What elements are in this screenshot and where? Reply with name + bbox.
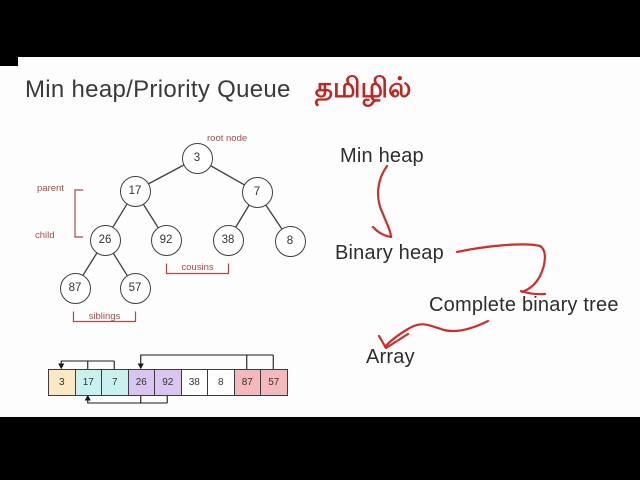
page-title: Min heap/Priority Queue தமிழில்	[25, 72, 411, 108]
pointer-17-7-to-3	[60, 360, 115, 369]
flow-binary-heap: Binary heap	[335, 242, 444, 264]
array-cell-17: 17	[74, 369, 102, 396]
parent-label: parent	[37, 183, 64, 194]
letterbox-bottom-bar	[0, 417, 640, 480]
array-cell-92: 92	[154, 369, 182, 396]
array-cell-3: 3	[48, 369, 76, 396]
letterbox-top-bar	[0, 0, 640, 57]
array-cell-87: 87	[233, 369, 261, 396]
tree-node-38: 38	[212, 224, 244, 256]
array-cell-8: 8	[207, 369, 235, 396]
parent-child-bracket	[74, 189, 83, 238]
root-node-label: root node	[207, 133, 248, 144]
flow-min-heap: Min heap	[340, 145, 424, 167]
array-cell-26: 26	[127, 369, 155, 396]
tree-node-92: 92	[150, 224, 182, 256]
pointer-87-57-to-26	[140, 354, 274, 369]
title-main: Min heap/Priority Queue	[25, 76, 291, 103]
tree-node-57: 57	[119, 272, 151, 304]
corner-black-tab	[0, 57, 18, 66]
siblings-label: siblings	[88, 311, 121, 322]
arrow-binaryheap-to-completetree	[455, 243, 546, 294]
arrow-completetree-to-array	[383, 319, 490, 349]
flow-array: Array	[366, 346, 415, 368]
flow-complete-binary-tree: Complete binary tree	[429, 294, 619, 316]
title-tamil: தமிழில்	[314, 72, 412, 103]
array-cell-57: 57	[260, 369, 288, 396]
arrow-minheap-to-binaryheap	[377, 164, 393, 238]
tree-node-3: 3	[181, 142, 213, 174]
array-cell-38: 38	[180, 369, 208, 396]
pointer-26-92-to-17	[87, 396, 168, 404]
tree-node-7: 7	[241, 176, 273, 208]
tree-node-17: 17	[119, 175, 151, 207]
tree-node-87: 87	[59, 272, 91, 304]
cousins-label: cousins	[181, 262, 214, 273]
array-cell-7: 7	[101, 369, 129, 396]
tree-node-26: 26	[89, 224, 121, 256]
tree-node-8: 8	[274, 225, 306, 257]
child-label: child	[35, 230, 55, 241]
